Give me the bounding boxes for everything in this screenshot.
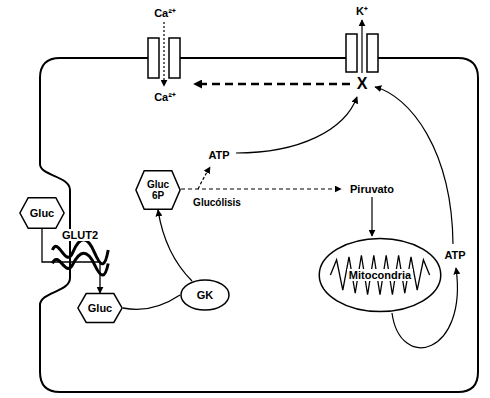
glycolysis-arrow: [181, 188, 341, 189]
flow-connector: [123, 295, 180, 309]
transporter-symbol: GLUT2: [50, 226, 110, 274]
node-label: Gluc 6P: [143, 179, 173, 201]
hexagon-outline: [78, 294, 122, 323]
transporter-strand: [52, 253, 108, 275]
hexagon-outline: [20, 198, 64, 229]
k-channel-left: [346, 34, 357, 72]
text-label: Piruvato: [350, 183, 394, 195]
metabolite-hexagon: Gluc 6P: [135, 170, 181, 210]
cell-membrane: [40, 58, 478, 392]
node-label: GK: [197, 289, 214, 301]
atp-branch-arrow: [198, 167, 210, 189]
node-label: Gluc: [88, 302, 112, 314]
metabolite-hexagon: Gluc: [77, 293, 123, 323]
mito-outer-membrane: [319, 239, 441, 312]
k-channel-right: [367, 34, 378, 72]
ca-channel-right: [169, 38, 180, 78]
text-label: ATP: [444, 249, 465, 261]
text-label: Ca²⁺: [154, 7, 176, 19]
atp-to-x-arrow: [236, 97, 357, 153]
flow-connector: [158, 210, 192, 281]
transporter-strand: [52, 240, 108, 264]
pyruvate-arrow: [371, 197, 372, 236]
text-label: X: [357, 75, 368, 93]
ca-channel-left: [148, 38, 159, 78]
k-efflux-arrow: [361, 20, 362, 73]
metabolite-hexagon: Gluc: [19, 197, 65, 229]
ca-influx-arrow: [163, 22, 164, 86]
node-label: GLUT2: [60, 229, 100, 241]
depolarization-arrow: [194, 83, 350, 86]
text-label: K⁺: [356, 5, 368, 17]
enzyme-ellipse: GK: [180, 279, 230, 311]
atp-to-x-arrow: [375, 87, 453, 244]
node-label: Mitocondria: [347, 269, 413, 281]
text-label: ATP: [208, 149, 229, 161]
mitochondrion: Mitocondria: [318, 237, 442, 313]
edge-layer: [42, 210, 192, 309]
ellipse-outline: [181, 280, 229, 310]
text-label: Glucólisis: [193, 197, 241, 208]
mito-cristae: [330, 255, 429, 295]
node-label: Gluc: [30, 207, 54, 219]
hexagon-outline: [136, 171, 180, 209]
text-label: Ca²⁺: [154, 91, 176, 103]
